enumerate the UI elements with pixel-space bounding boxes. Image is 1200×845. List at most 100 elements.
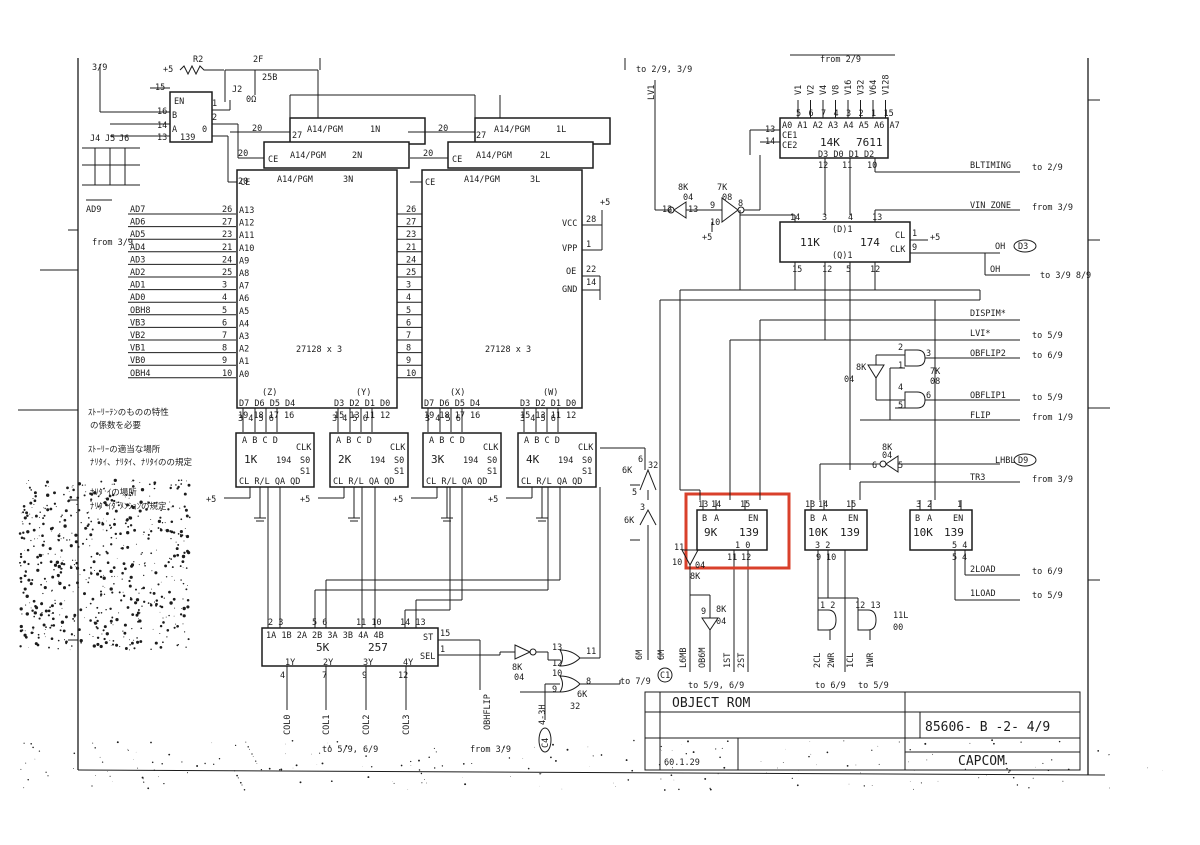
addr-pin-label-l: 25 xyxy=(406,268,416,278)
svg-text:B: B xyxy=(172,111,177,121)
svg-text:(Z): (Z) xyxy=(262,388,277,398)
svg-text:1: 1 xyxy=(440,645,445,655)
right-signal-label: LHBL xyxy=(995,456,1015,466)
svg-text:11L: 11L xyxy=(893,611,908,621)
v-signal-label: V16 xyxy=(844,80,854,95)
svg-text:9: 9 xyxy=(710,201,715,211)
svg-text:A14/PGM: A14/PGM xyxy=(494,125,530,135)
svg-text:EN: EN xyxy=(848,514,858,524)
svg-text:A B C D: A B C D xyxy=(524,436,560,446)
svg-text:8: 8 xyxy=(738,199,743,209)
addr-pin-label: 3 xyxy=(222,281,227,291)
addr-pin-label-l: 27 xyxy=(406,218,416,228)
svg-text:8K: 8K xyxy=(690,572,701,582)
svg-text:3: 3 xyxy=(846,109,851,119)
svg-text:7K: 7K xyxy=(930,367,941,377)
svg-text:19 18 17 16: 19 18 17 16 xyxy=(424,411,480,421)
svg-text:CL: CL xyxy=(895,231,905,241)
svg-text:CL R/L QA QD: CL R/L QA QD xyxy=(426,477,487,487)
right-signal-label: OBFLIP2 xyxy=(970,349,1006,359)
svg-text:25B: 25B xyxy=(262,73,277,83)
svg-text:257: 257 xyxy=(368,641,388,654)
addr-signal-label: AD3 xyxy=(130,255,145,265)
svg-text:11: 11 xyxy=(674,543,684,553)
svg-text:12: 12 xyxy=(552,659,562,669)
svg-text:OE: OE xyxy=(566,267,576,277)
svg-text:1L: 1L xyxy=(556,125,566,135)
right-signal-ref: from 3/9 xyxy=(1032,203,1073,213)
svg-text:CE: CE xyxy=(268,155,278,165)
svg-text:6K: 6K xyxy=(624,516,635,526)
svg-text:CL R/L QA QD: CL R/L QA QD xyxy=(239,477,300,487)
svg-text:A14/PGM: A14/PGM xyxy=(476,151,512,161)
addr-signal-label: AD6 xyxy=(130,218,145,228)
svg-text:CE: CE xyxy=(240,178,250,188)
shift-register-id: 1K xyxy=(244,453,258,466)
svg-text:R2: R2 xyxy=(193,55,203,65)
svg-text:10: 10 xyxy=(552,669,562,679)
svg-text:04: 04 xyxy=(683,193,693,203)
svg-text:OBHFLIP: OBHFLIP xyxy=(483,694,493,730)
svg-text:139: 139 xyxy=(180,133,195,143)
addr-a-label: A9 xyxy=(239,256,249,266)
svg-text:S0: S0 xyxy=(582,456,592,466)
chip-139-decoder-top: EN B A 139 15 16 14 13 1 2 0 xyxy=(99,64,239,182)
svg-text:139: 139 xyxy=(840,526,860,539)
svg-text:13: 13 xyxy=(872,213,882,223)
svg-text:A14/PGM: A14/PGM xyxy=(290,151,326,161)
svg-text:AD9: AD9 xyxy=(86,205,101,215)
svg-text:27128 x 3: 27128 x 3 xyxy=(485,345,531,355)
svg-text:L6MB: L6MB xyxy=(679,648,689,668)
highlight-box xyxy=(684,492,791,570)
addr-signal-label: AD1 xyxy=(130,281,145,291)
addr-a-label: A1 xyxy=(239,357,249,367)
gate-8k-04-low: 11 10 04 8K L6MB 9 8K 04 OB6M 1ST 2ST to… xyxy=(672,543,747,691)
svg-text:10K: 10K xyxy=(808,526,828,539)
svg-text:ｽﾄｰﾘｰの適当な場所: ｽﾄｰﾘｰの適当な場所 xyxy=(88,444,161,455)
svg-text:11: 11 xyxy=(842,161,852,171)
jumpers-j4-j6: J4 J5 J6 AD9 xyxy=(82,134,140,215)
svg-text:D3 D2 D1 D0: D3 D2 D1 D0 xyxy=(520,399,576,409)
svg-text:11: 11 xyxy=(586,647,596,657)
svg-text:0: 0 xyxy=(202,125,207,135)
svg-text:8K: 8K xyxy=(716,605,727,615)
svg-text:1: 1 xyxy=(212,99,217,109)
svg-text:(D)1: (D)1 xyxy=(832,225,852,235)
svg-text:7: 7 xyxy=(821,109,826,119)
right-signal-ref: to 5/9 xyxy=(1032,331,1063,341)
svg-text:2L: 2L xyxy=(540,151,550,161)
mux-input-wiring: 2 3 5 6 11 10 14 13 xyxy=(267,487,561,628)
svg-text:2WR: 2WR xyxy=(827,652,837,668)
svg-text:8K: 8K xyxy=(512,663,523,673)
svg-text:CLK: CLK xyxy=(483,443,499,453)
addr-pin-label: 24 xyxy=(222,255,232,265)
addr-signal-label: VB2 xyxy=(130,331,145,341)
right-signal-label: 1LOAD xyxy=(970,589,996,599)
svg-text:A14/PGM: A14/PGM xyxy=(464,175,500,185)
addr-pin-label-l: 7 xyxy=(406,331,411,341)
svg-text:(W): (W) xyxy=(543,388,558,398)
svg-text:5: 5 xyxy=(898,401,903,411)
svg-text:11: 11 xyxy=(727,553,737,563)
svg-text:6: 6 xyxy=(809,109,814,119)
v-signal-label: V128 xyxy=(882,75,892,95)
right-signal-label: TR3 xyxy=(970,473,985,483)
right-signal-ref: to 6/9 xyxy=(1032,567,1063,577)
svg-text:の係数を必要: の係数を必要 xyxy=(90,420,142,431)
svg-text:14: 14 xyxy=(586,278,596,288)
from-3-9-left: from 3/9 xyxy=(92,238,133,248)
svg-text:3 4 5 6: 3 4 5 6 xyxy=(520,414,556,424)
addr-pin-label-l: 24 xyxy=(406,255,416,265)
svg-text:ﾅﾘﾀｲ、ﾅﾘﾀｲ、ﾅﾘﾀｲのの規定: ﾅﾘﾀｲ、ﾅﾘﾀｲ、ﾅﾘﾀｲのの規定 xyxy=(90,457,193,468)
svg-text:27: 27 xyxy=(476,131,486,141)
svg-text:2: 2 xyxy=(927,500,932,510)
svg-text:6M: 6M xyxy=(635,650,645,660)
svg-text:194: 194 xyxy=(276,456,291,466)
svg-text:04: 04 xyxy=(716,617,726,627)
addr-pin-label-l: 6 xyxy=(406,318,411,328)
right-signal-ref: to 5/9 xyxy=(1032,591,1063,601)
svg-text:J6: J6 xyxy=(119,134,129,144)
addr-pin-label: 7 xyxy=(222,331,227,341)
